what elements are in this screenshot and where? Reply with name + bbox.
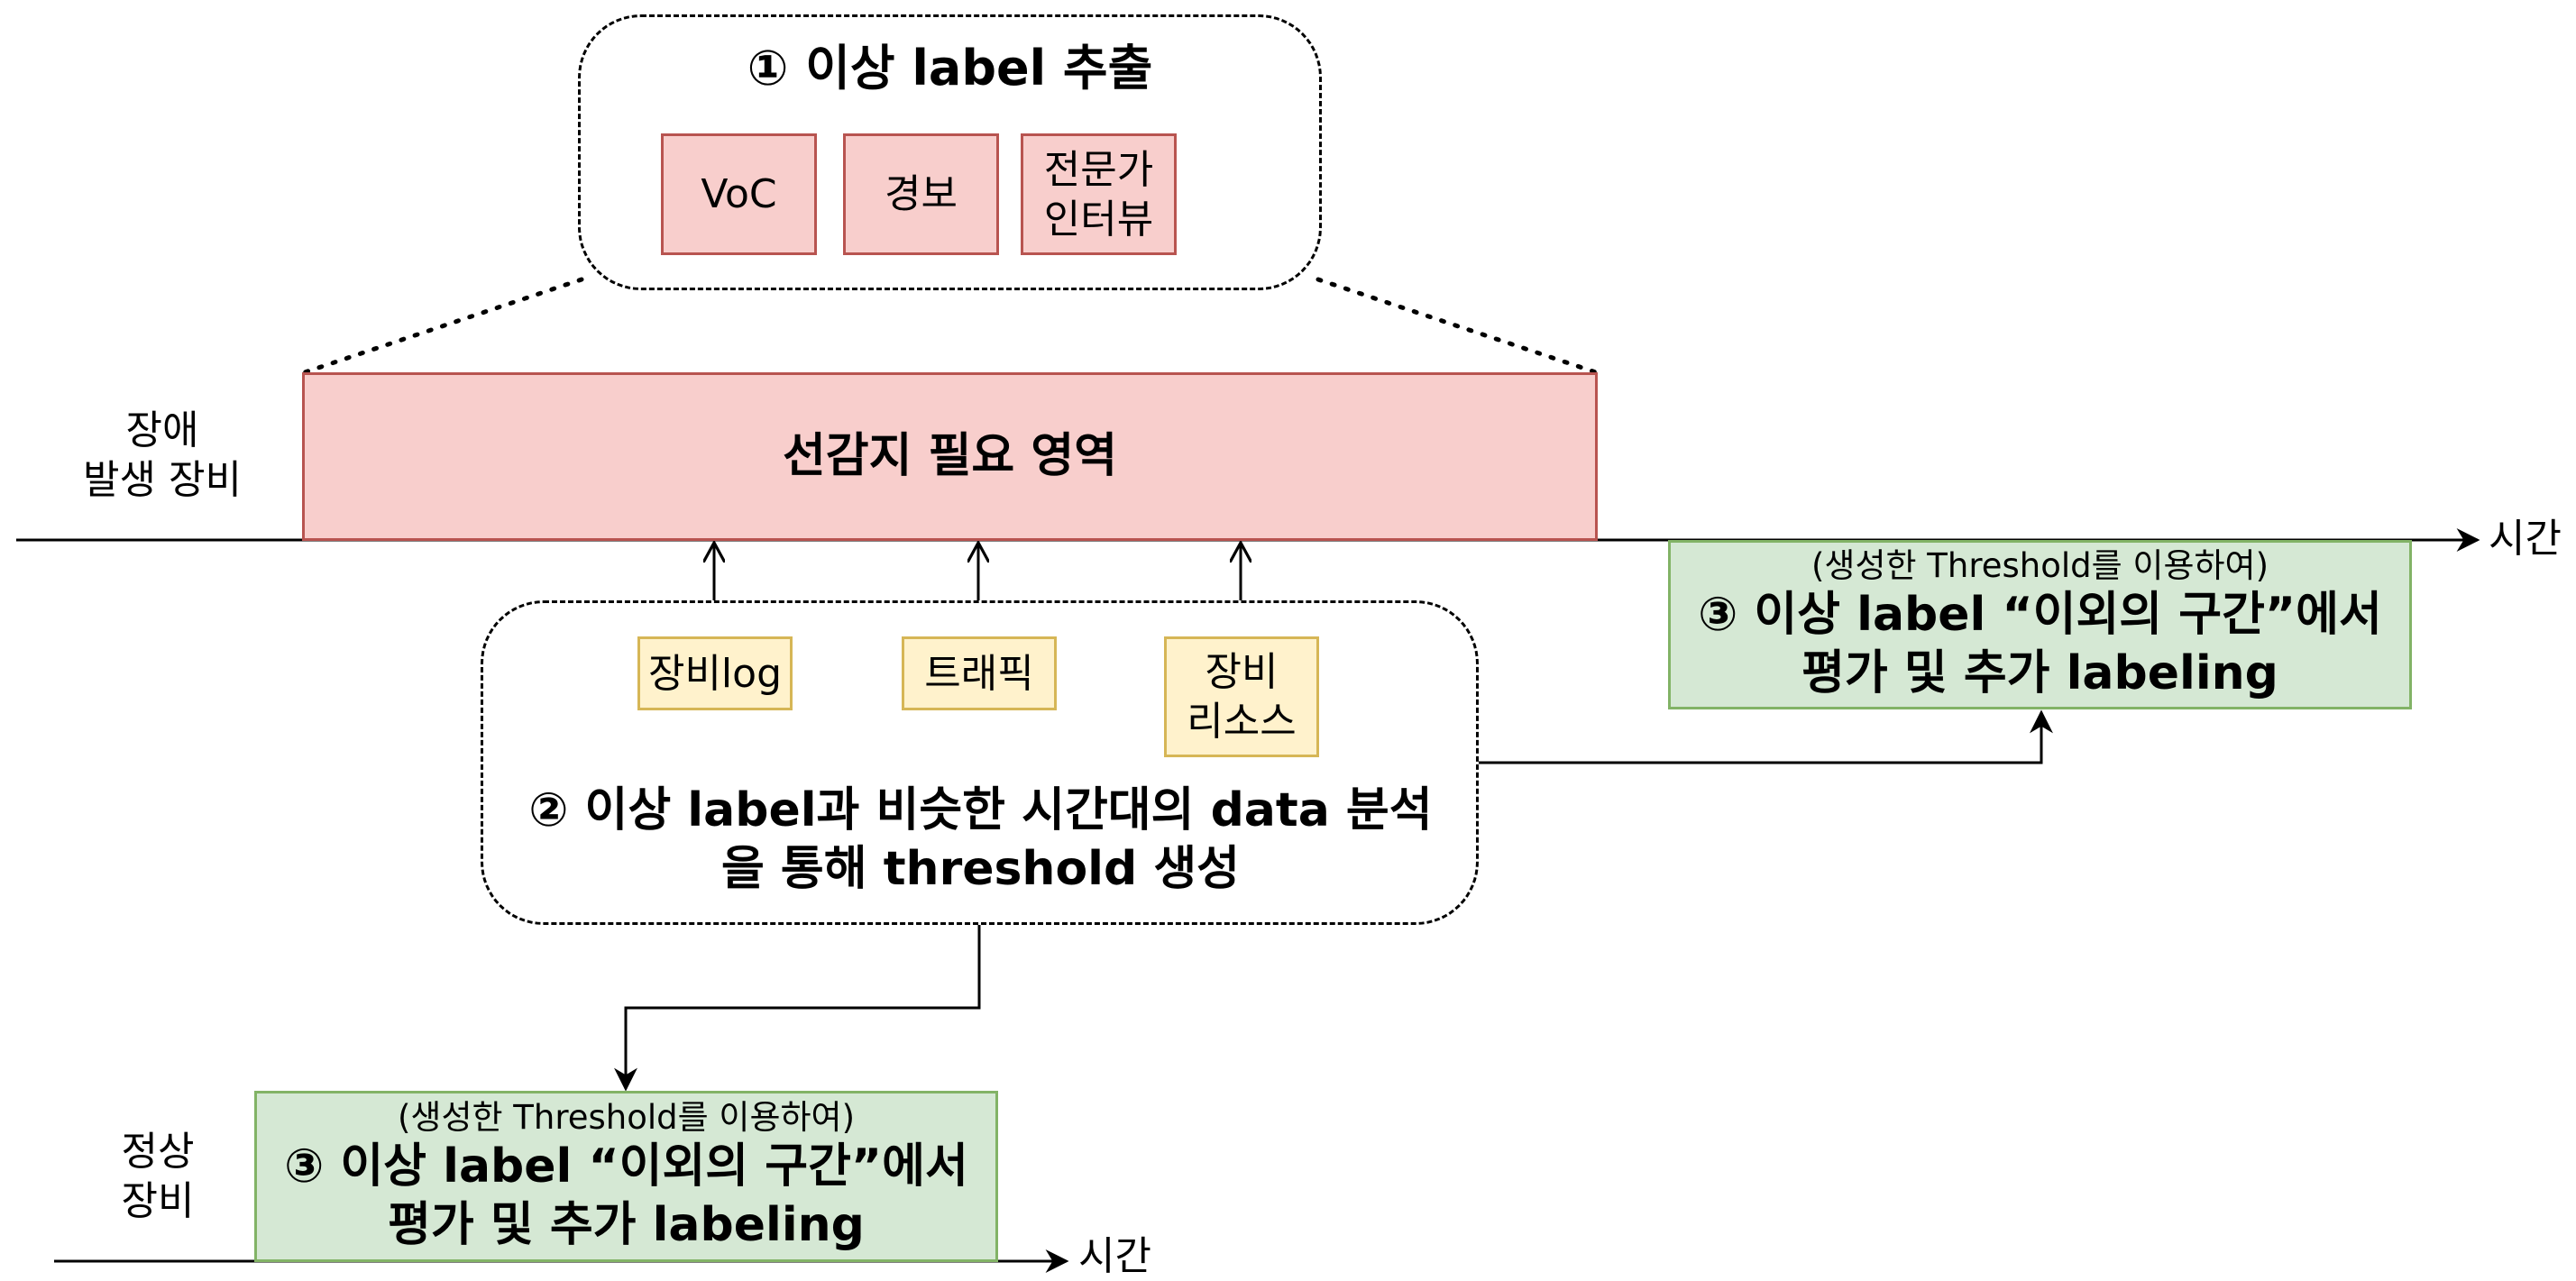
- evaluation-title-right: ③ 이상 label “이외의 구간”에서 평가 및 추가 labeling: [1698, 588, 2382, 701]
- alarm-box: 경보: [843, 133, 999, 255]
- voc-box: VoC: [661, 133, 817, 255]
- prediction-region: 선감지 필요 영역: [302, 372, 1598, 541]
- time-axis-label-bottom: 시간: [1078, 1233, 1151, 1279]
- faulty-device-label: 장애 발생 장비: [83, 407, 242, 503]
- evaluation-box-right: (생성한 Threshold를 이용하여) ③ 이상 label “이외의 구간…: [1668, 540, 2412, 709]
- normal-device-label: 정상 장비: [121, 1129, 195, 1224]
- evaluation-note-right: (생성한 Threshold를 이용하여): [1811, 545, 2269, 585]
- expert-interview-box: 전문가 인터뷰: [1021, 133, 1177, 255]
- device-log-box: 장비log: [637, 636, 793, 710]
- connector-bottom: [614, 925, 981, 1092]
- time-axis-label: 시간: [2489, 516, 2562, 562]
- device-resource-box: 장비 리소스: [1164, 636, 1319, 757]
- evaluation-note-bottom: (생성한 Threshold를 이용하여): [397, 1097, 856, 1137]
- threshold-generation-caption: ② 이상 label과 비슷한 시간대의 data 분석 을 통해 thresh…: [528, 783, 1433, 896]
- evaluation-box-bottom: (생성한 Threshold를 이용하여) ③ 이상 label “이외의 구간…: [254, 1091, 998, 1262]
- evaluation-title-bottom: ③ 이상 label “이외의 구간”에서 평가 및 추가 labeling: [284, 1139, 968, 1253]
- connector-right: [1479, 709, 2053, 764]
- zoom-line-left: [302, 277, 584, 375]
- label-extraction-title: ① 이상 label 추출: [747, 39, 1153, 96]
- zoom-line-right: [1316, 277, 1599, 375]
- traffic-box: 트래픽: [902, 636, 1057, 710]
